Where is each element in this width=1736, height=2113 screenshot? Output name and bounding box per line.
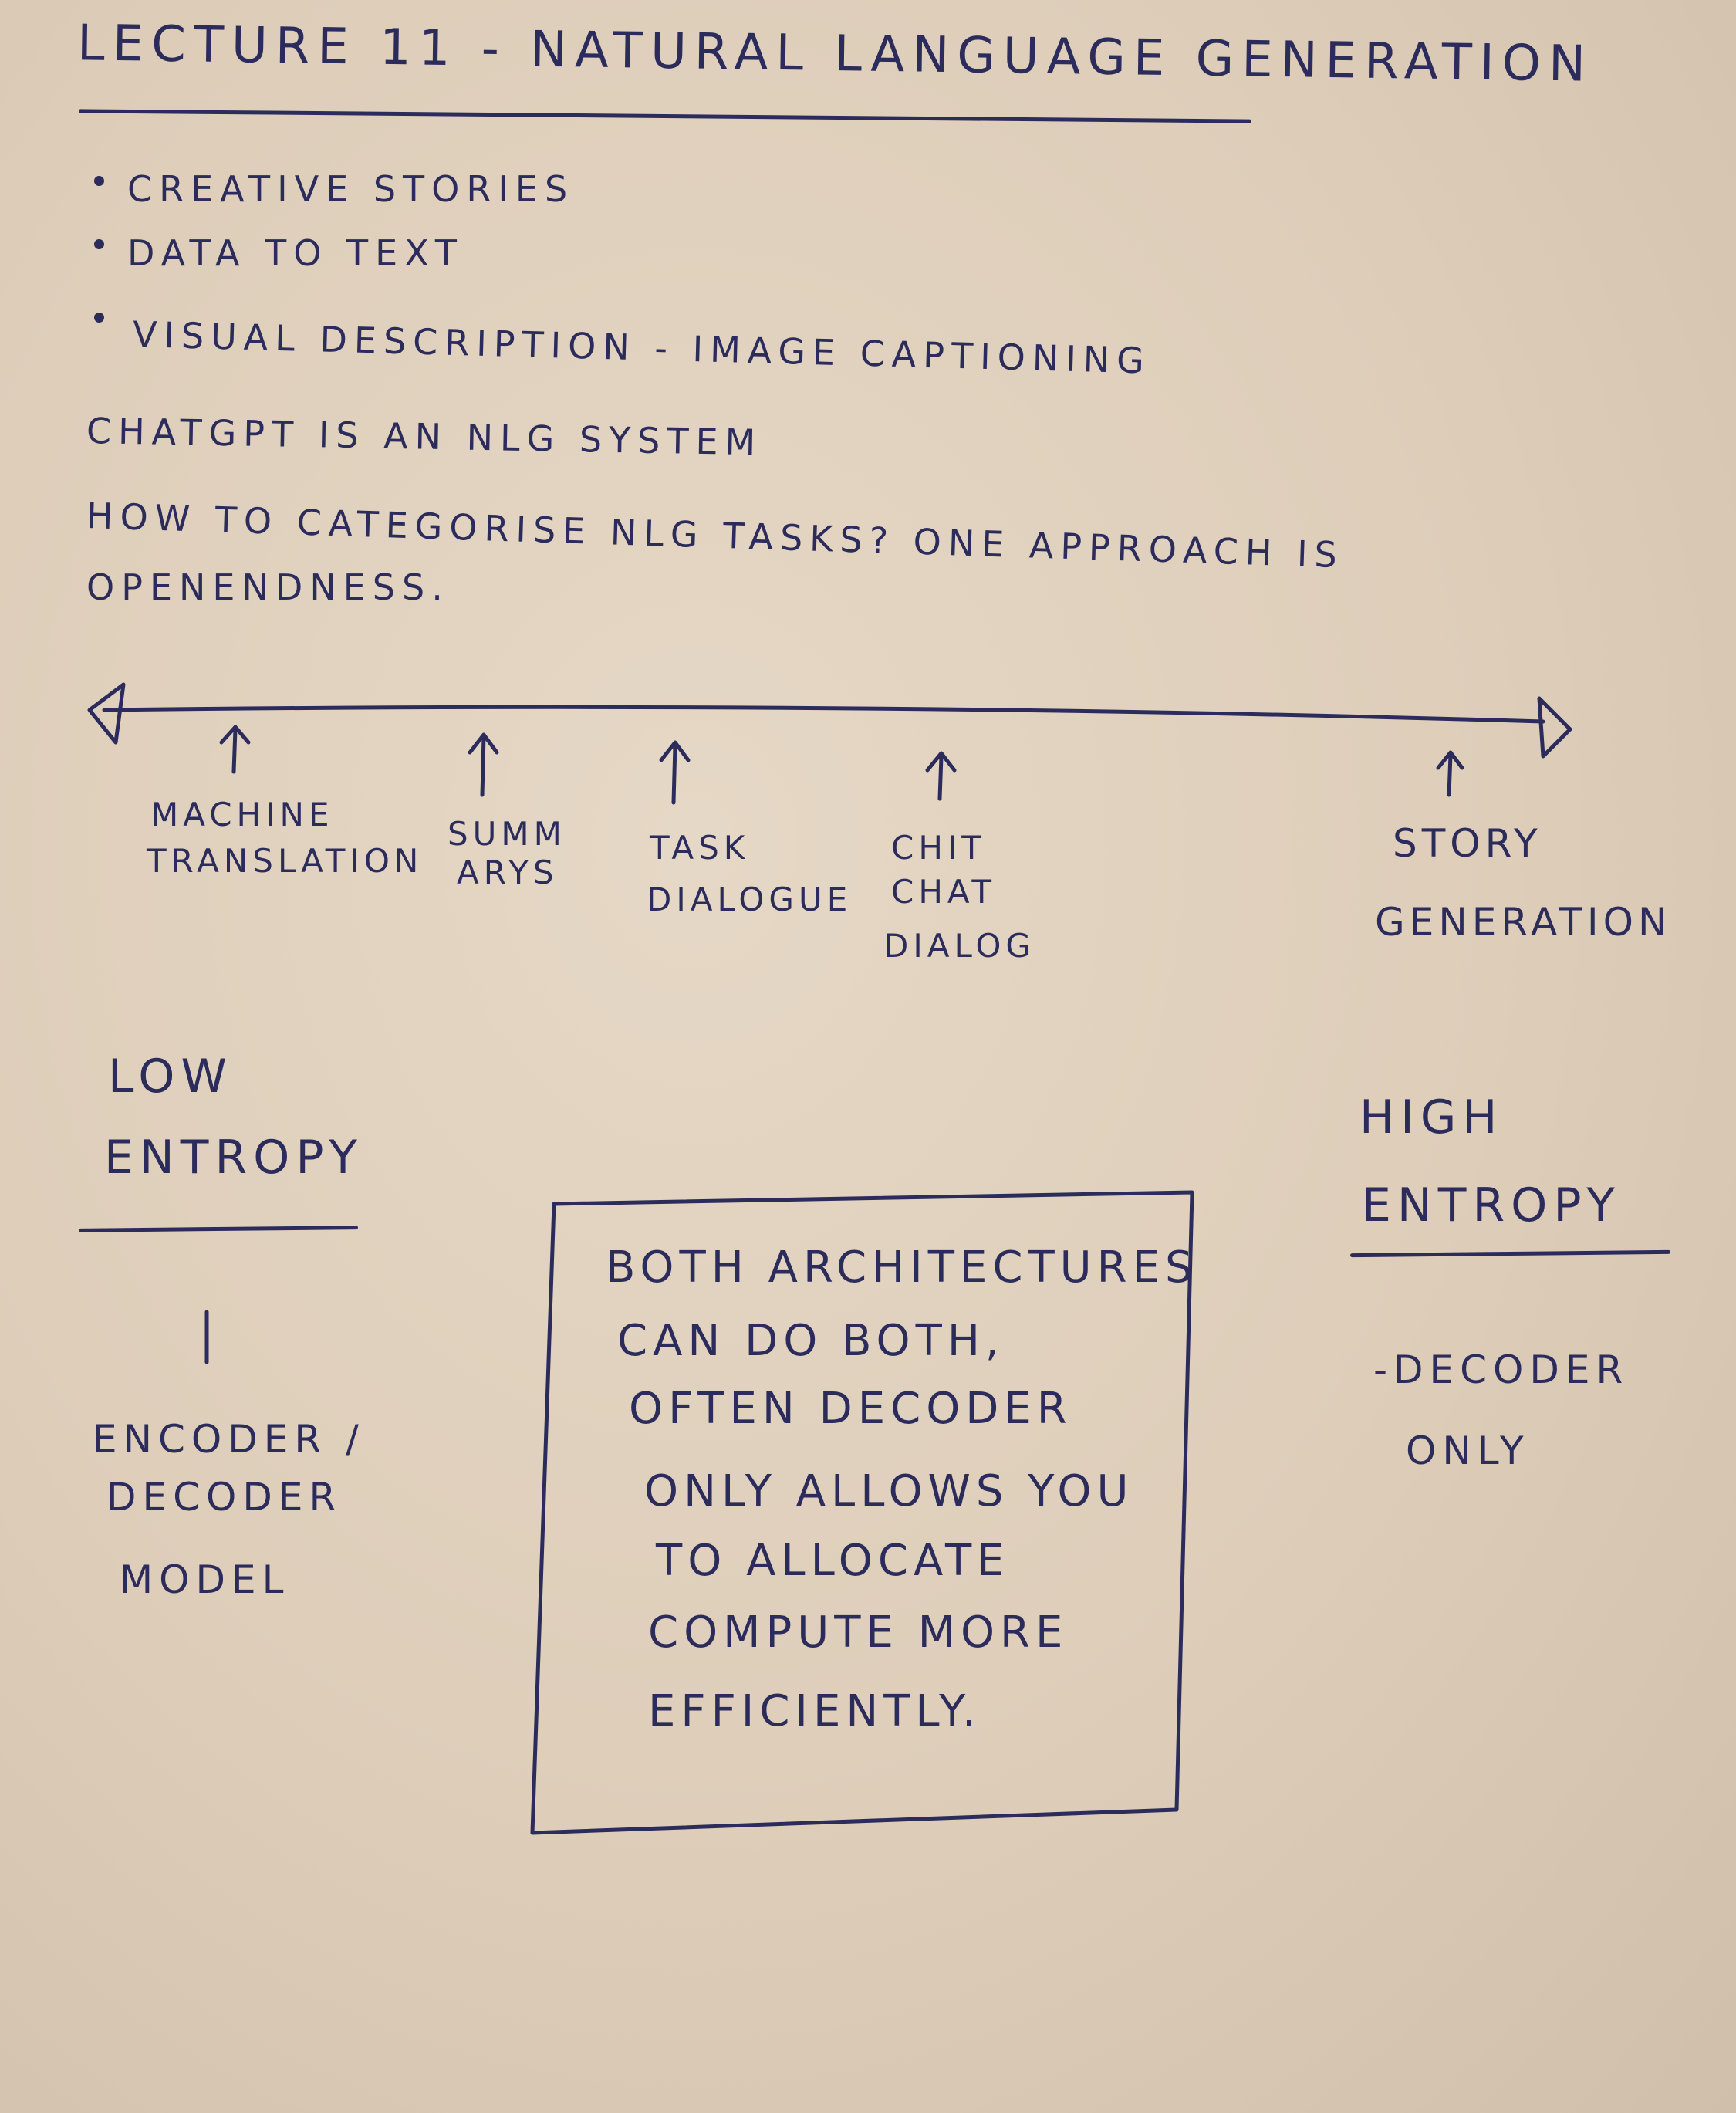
statement-text: CHATGPT IS AN NLG SYSTEM	[86, 410, 763, 464]
spectrum-label: MACHINE	[150, 796, 334, 833]
spectrum-label: ARYS	[457, 854, 559, 891]
note-box-border	[530, 1190, 1194, 1835]
arrow-up-icon	[468, 732, 499, 797]
bullet-dot	[94, 239, 104, 249]
spectrum-axis-line	[102, 705, 1545, 724]
note-box-line: BOTH ARCHITECTURES	[606, 1242, 1198, 1293]
right-arrowhead-icon	[1537, 696, 1572, 759]
high-entropy-heading: HIGH	[1359, 1090, 1504, 1144]
spectrum-label: TASK	[650, 829, 750, 867]
bullet-item: CREATIVE STORIES	[127, 168, 575, 210]
note-box-line: OFTEN DECODER	[629, 1384, 1072, 1434]
low-entropy-model: MODEL	[120, 1557, 290, 1602]
spectrum-label: STORY	[1393, 821, 1542, 866]
spectrum-label: DIALOG	[883, 927, 1035, 965]
high-entropy-model: -DECODER	[1373, 1347, 1630, 1392]
note-box-line: ONLY ALLOWS YOU	[644, 1466, 1134, 1516]
bullet-dot	[94, 313, 104, 323]
low-entropy-model: DECODER	[106, 1475, 343, 1520]
low-entropy-heading: ENTROPY	[104, 1131, 363, 1185]
spectrum-label: CHIT	[891, 829, 986, 867]
low-entropy-heading: LOW	[108, 1050, 233, 1104]
arrow-up-icon	[925, 751, 957, 801]
spectrum-label: GENERATION	[1375, 900, 1672, 945]
arrow-up-icon	[659, 740, 691, 805]
arrow-up-icon	[1436, 750, 1464, 797]
note-box-line: COMPUTE MORE	[648, 1608, 1069, 1658]
high-entropy-model: ONLY	[1406, 1428, 1530, 1473]
high-entropy-heading: ENTROPY	[1362, 1178, 1621, 1232]
question-line-2: OPENENDNESS.	[86, 566, 450, 608]
note-box-line: TO ALLOCATE	[656, 1536, 1010, 1586]
spectrum-label: CHAT	[891, 873, 997, 911]
arrow-up-icon	[219, 725, 251, 774]
low-entropy-model: ENCODER /	[93, 1417, 365, 1462]
spectrum-label: DIALOGUE	[647, 881, 853, 918]
bullet-item: DATA TO TEXT	[127, 232, 464, 274]
note-box-line: CAN DO BOTH,	[617, 1316, 1005, 1366]
spectrum-label: SUMM	[448, 815, 566, 853]
left-arrowhead-icon	[87, 682, 126, 745]
bullet-dot	[94, 176, 104, 186]
note-box-line: EFFICIENTLY.	[648, 1686, 981, 1736]
spectrum-label: TRANSLATION	[147, 842, 424, 880]
